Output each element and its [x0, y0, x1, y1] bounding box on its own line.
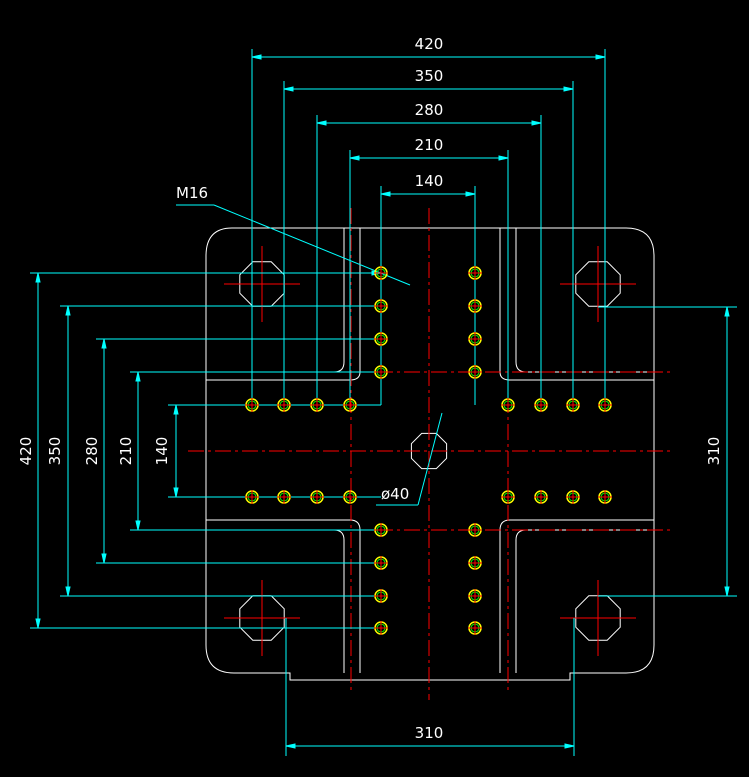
dimension-arrowhead [498, 155, 509, 161]
dim-right-310: 310 [705, 437, 723, 466]
dim-top-350: 350 [415, 67, 444, 85]
dim-left-350: 350 [46, 437, 64, 466]
pad-top-left-inner [206, 228, 361, 381]
tie-bar-hole [575, 261, 621, 307]
tie-bar-hole [239, 595, 285, 641]
dimension-arrowhead [563, 86, 574, 92]
dim-left-210: 210 [117, 437, 135, 466]
plate-boundary [205, 227, 655, 681]
dimension-arrowhead [316, 120, 327, 126]
dim-bottom-310: 310 [415, 724, 444, 742]
dim-top-140: 140 [415, 172, 444, 190]
dimension-arrowhead [595, 54, 606, 60]
dimension-arrowhead [564, 743, 575, 749]
dimension-arrowhead [101, 338, 107, 349]
dimension-arrowhead [283, 86, 294, 92]
dimension-arrowhead [35, 272, 41, 283]
callout-m16: M16 [176, 184, 208, 202]
centerlines [188, 208, 672, 700]
dimension-arrowhead [531, 120, 542, 126]
dim-top-420: 420 [415, 35, 444, 53]
dimension-arrowhead [251, 54, 262, 60]
dim-left-280: 280 [83, 437, 101, 466]
callout-phi40: ø40 [381, 485, 409, 503]
dimension-arrowhead [135, 520, 141, 531]
dimension-arrowhead [724, 306, 730, 317]
dim-top-210: 210 [415, 136, 444, 154]
dimension-arrowhead [724, 586, 730, 597]
dim-left-420: 420 [17, 437, 35, 466]
dimension-arrowhead [349, 155, 360, 161]
pad-bottom-right [515, 529, 654, 673]
dimension-arrowhead [285, 743, 296, 749]
dimension-arrowhead [173, 404, 179, 415]
center-hole [410, 432, 448, 470]
tie-bar-hole [575, 595, 621, 641]
pad-top-right-inner [499, 228, 654, 381]
dimension-arrowhead [173, 487, 179, 498]
dimension-arrowhead [101, 553, 107, 564]
phi40-leader [417, 412, 443, 506]
dimension-arrowhead [465, 191, 476, 197]
dim-top-280: 280 [415, 101, 444, 119]
dimension-labels: 420 350 280 210 140 420 350 280 210 140 … [17, 35, 723, 742]
dimension-arrowhead [135, 371, 141, 382]
dimension-arrowhead [65, 305, 71, 316]
bolt-holes [245, 266, 612, 635]
dimension-arrowhead [35, 618, 41, 629]
dimension-lines [30, 49, 737, 756]
dimension-arrowhead [380, 191, 391, 197]
plate-outline [205, 227, 655, 681]
pad-top-right [515, 228, 654, 373]
dimension-arrowhead [65, 586, 71, 597]
pad-bottom-left [206, 529, 345, 673]
dim-left-140: 140 [153, 437, 171, 466]
